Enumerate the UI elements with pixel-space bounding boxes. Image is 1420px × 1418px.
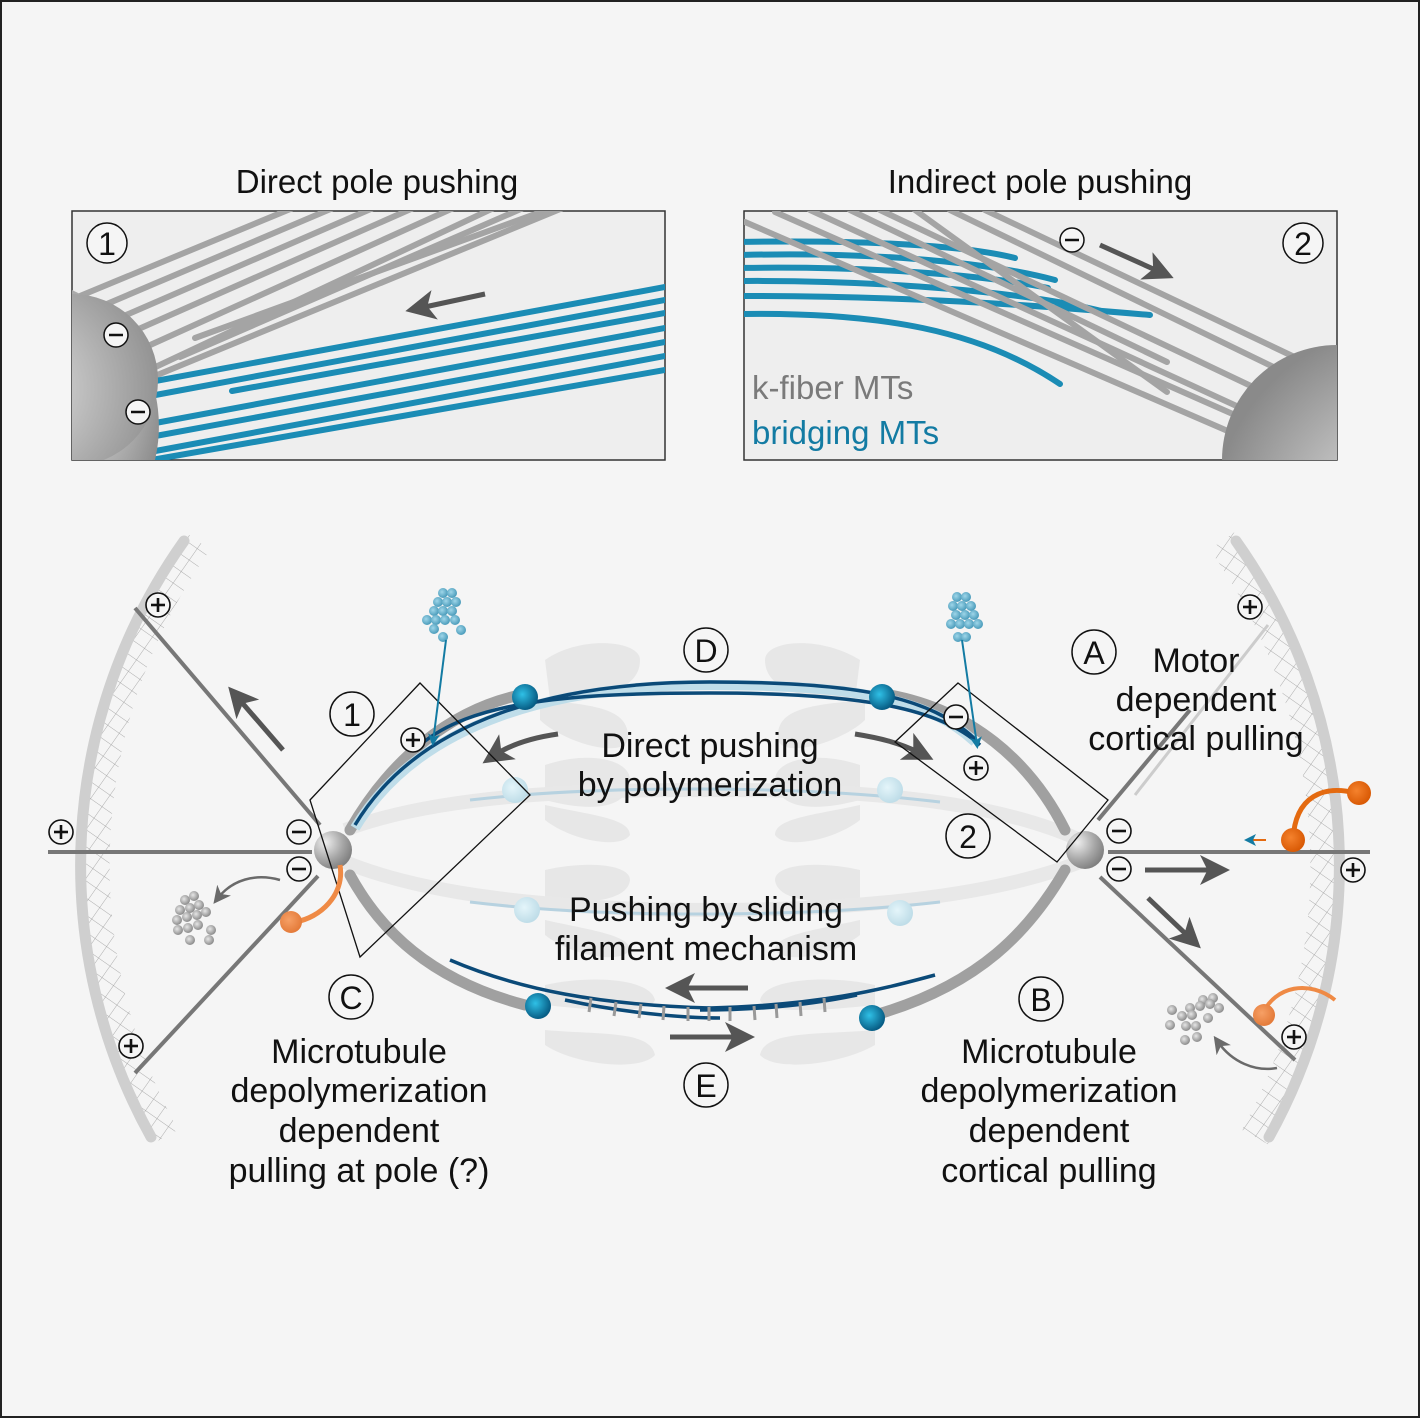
arrow-down-right-icon: [1146, 896, 1201, 949]
svg-text:E: E: [695, 1068, 716, 1104]
panel-2-title: Indirect pole pushing: [888, 163, 1193, 200]
cell-cortex-right: [1209, 532, 1345, 1145]
label-A: A Motor dependent cortical pulling: [1071, 629, 1304, 758]
label-C: C Microtubule depolymerization dependent…: [229, 974, 490, 1190]
kinetochore-pale: [502, 777, 528, 803]
arrow-left-icon: [482, 731, 559, 764]
svg-text:C: C: [339, 980, 362, 1016]
svg-text:B: B: [1030, 982, 1051, 1018]
astral-microtubules-left: [48, 606, 322, 1075]
kinetochore: [869, 684, 895, 710]
panel-number-badge: [86, 222, 128, 264]
minus-icon: [286, 819, 312, 845]
kinetochore-pale: [887, 900, 913, 926]
motor-stalk: [1290, 788, 1356, 841]
kfiber-bundle: [744, 211, 1308, 438]
polarity-symbols: [48, 592, 1366, 1059]
plus-icon: [1237, 594, 1263, 620]
arrow-left-icon: [405, 290, 486, 320]
legend-bridging: bridging MTs: [752, 414, 939, 451]
svg-text:filament mechanism: filament mechanism: [555, 930, 857, 968]
panel-2-number: 2: [1294, 226, 1312, 262]
tubulin-cluster-right: [946, 592, 983, 642]
box-1-badge: [329, 691, 375, 737]
minus-icon: [286, 856, 312, 882]
motor-head: [1281, 828, 1305, 852]
tubulin-cluster-gray-left: [172, 891, 216, 945]
minus-icon: [943, 704, 969, 730]
svg-text:by polymerization: by polymerization: [578, 766, 843, 804]
svg-text:D: D: [694, 633, 717, 669]
minus-icon: [125, 399, 151, 425]
svg-text:pulling at pole (?): pulling at pole (?): [229, 1152, 490, 1190]
motor-head: [1347, 781, 1371, 805]
tubulin-cluster-left: [422, 588, 466, 642]
box-1-number: 1: [343, 697, 361, 733]
plus-icon: [48, 819, 74, 845]
svg-text:A: A: [1083, 635, 1105, 671]
kinetochore: [525, 993, 551, 1019]
arrow-right-icon: [854, 731, 934, 760]
motor-head: [1253, 1004, 1275, 1026]
legend-kfiber: k-fiber MTs: [752, 369, 913, 406]
plus-icon: [145, 592, 171, 618]
svg-text:cortical pulling: cortical pulling: [941, 1152, 1156, 1190]
arrow-right-icon: [1098, 242, 1174, 280]
kinetochore: [859, 1005, 885, 1031]
svg-text:dependent: dependent: [279, 1112, 440, 1150]
motor-stalk: [294, 864, 344, 925]
minus-icon: [1106, 818, 1132, 844]
svg-text:dependent: dependent: [969, 1112, 1130, 1150]
svg-text:Microtubule: Microtubule: [271, 1033, 447, 1071]
zoom-box-1: [309, 682, 531, 959]
label-E: Pushing by sliding filament mechanism E: [555, 891, 857, 1108]
label-D: D Direct pushing by polymerization: [578, 627, 843, 804]
plus-icon: [1340, 857, 1366, 883]
sliding-crosslinks: [587, 997, 827, 1021]
plus-icon: [118, 1033, 144, 1059]
kinetochore: [512, 684, 538, 710]
panel-1-title: Direct pole pushing: [236, 163, 519, 200]
kinetochore-pale: [514, 897, 540, 923]
box-2-badge: [945, 813, 991, 859]
plus-icon: [963, 755, 989, 781]
spindle-pole-large: [1222, 345, 1337, 460]
spindle-pole-right: [1066, 831, 1104, 869]
plus-icon: [400, 727, 426, 753]
svg-text:Motor: Motor: [1153, 642, 1240, 680]
bridging-fiber-top: [350, 679, 982, 831]
minus-icon: [1059, 227, 1085, 253]
tubulin-cluster-gray-right: [1165, 993, 1224, 1045]
chromosomes: [540, 643, 875, 1065]
panel-indirect-pole-pushing: 2 k-fiber MTs bridging MTs: [743, 210, 1338, 461]
box-2-number: 2: [959, 819, 977, 855]
arrow-down-icon: [428, 639, 447, 746]
astral-mt-faded: [1133, 624, 1270, 796]
svg-text:depolymerization: depolymerization: [920, 1072, 1177, 1110]
svg-text:depolymerization: depolymerization: [230, 1072, 487, 1110]
plus-icon: [1281, 1024, 1307, 1050]
kinetochore-pale: [877, 777, 903, 803]
kfiber-bundle: [77, 211, 564, 381]
arrow-down-icon: [961, 639, 982, 749]
panel-direct-pole-pushing: 1: [71, 210, 666, 461]
bridging-bundle: [137, 284, 665, 460]
panel-1-number: 1: [98, 226, 116, 262]
astral-microtubules-right: [1096, 708, 1370, 1062]
minus-icon: [1106, 856, 1132, 882]
arrow-curved-icon: [1213, 1035, 1278, 1071]
zoom-box-2: [893, 682, 1109, 863]
label-B: B Microtubule depolymerization dependent…: [920, 976, 1178, 1190]
svg-text:Microtubule: Microtubule: [961, 1033, 1137, 1071]
minus-icon: [103, 322, 129, 348]
svg-text:Direct pushing: Direct pushing: [601, 727, 818, 765]
arrow-up-left-icon: [228, 686, 285, 752]
arrow-curved-icon: [213, 876, 281, 904]
spindle-pole-left: [314, 831, 352, 869]
svg-text:Pushing by sliding: Pushing by sliding: [569, 891, 843, 929]
panel-number-badge: [1282, 222, 1324, 264]
motor-head: [280, 911, 302, 933]
svg-text:dependent: dependent: [1116, 681, 1277, 719]
svg-text:cortical pulling: cortical pulling: [1088, 720, 1303, 758]
